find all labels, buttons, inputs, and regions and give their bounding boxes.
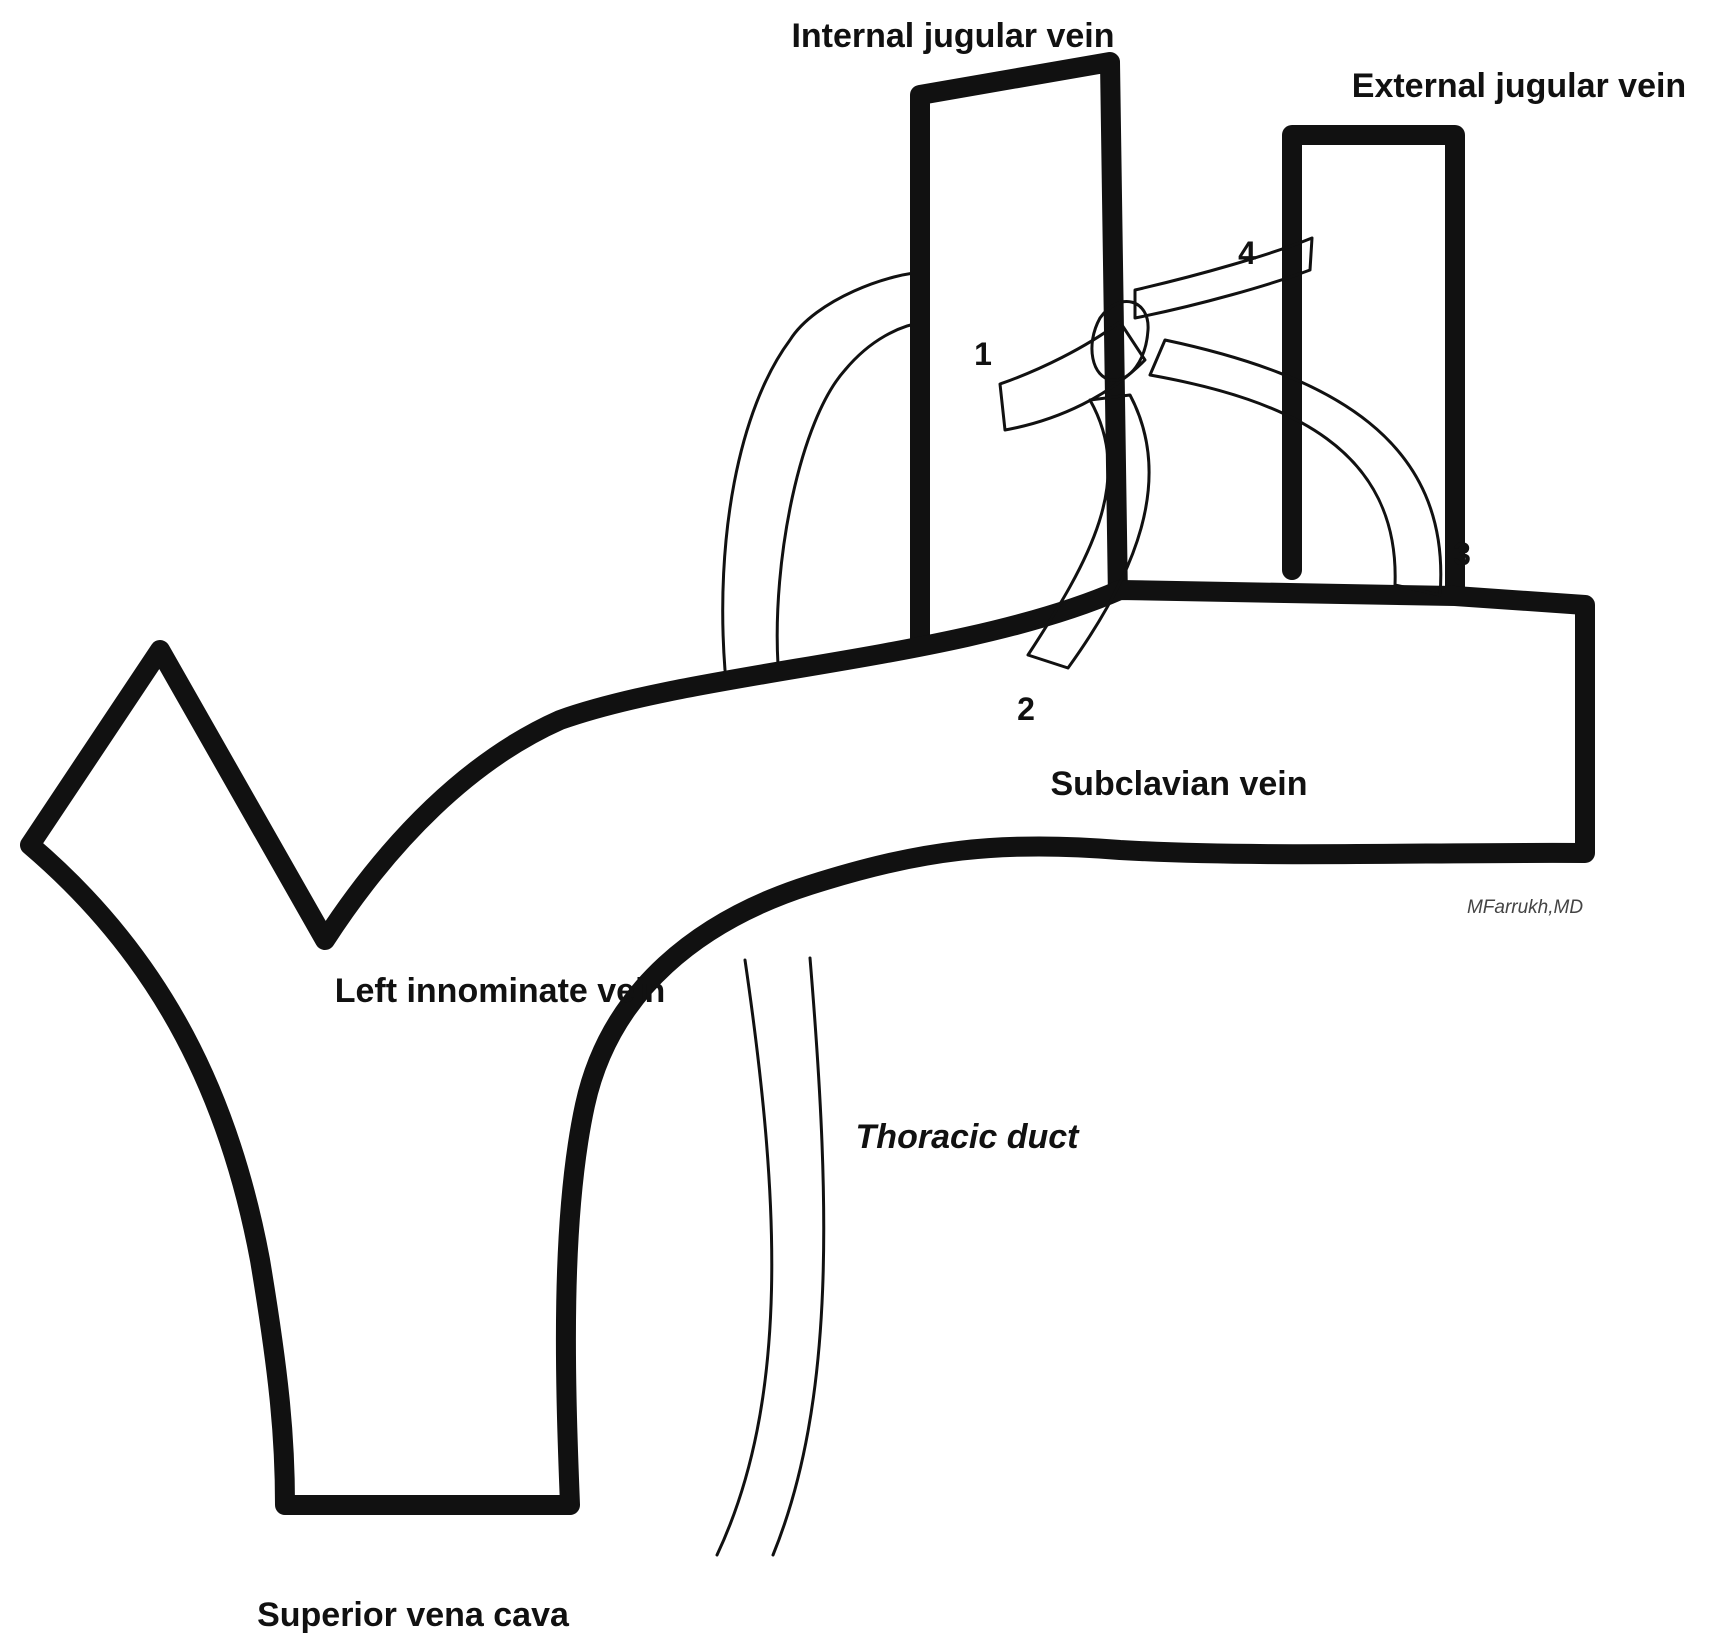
marker-1: 1 (974, 336, 992, 372)
thoracic-duct-lower (715, 956, 826, 1557)
label-external-jugular-vein: External jugular vein (1352, 67, 1686, 105)
label-subclavian-vein: Subclavian vein (1051, 765, 1308, 803)
label-internal-jugular-vein: Internal jugular vein (791, 17, 1114, 55)
branch-4-wall (1133, 236, 1314, 320)
thoracic-duct-left-wall (715, 958, 774, 1557)
marker-3: 3 (1453, 536, 1471, 572)
label-superior-vena-cava: Superior vena cava (257, 1596, 570, 1634)
label-thoracic-duct: Thoracic duct (856, 1118, 1081, 1156)
label-left-innominate-vein: Left innominate vein (335, 972, 666, 1010)
marker-4: 4 (1238, 235, 1256, 271)
marker-2: 2 (1017, 691, 1035, 727)
thoracic-duct-loop-inner-wall (775, 320, 927, 667)
ligature-knot (1090, 299, 1150, 382)
internal-jugular-vein-wall (910, 52, 1128, 670)
branch-3-wall (1148, 338, 1443, 597)
venous-trunk-wall (20, 580, 1595, 1515)
branch-1-wall (998, 320, 1147, 432)
branch-2-wall (1026, 393, 1151, 670)
author-signature: MFarrukh,MD (1467, 897, 1583, 918)
thoracic-duct-branches (998, 236, 1443, 670)
thoracic-duct-lower-fill (717, 958, 824, 1555)
external-jugular-vein-wall (1282, 125, 1465, 605)
thoracic-duct-loop-outer-wall (721, 270, 930, 672)
thoracic-duct-upper-loop (721, 270, 930, 672)
thoracic-duct-right-wall (771, 956, 826, 1557)
